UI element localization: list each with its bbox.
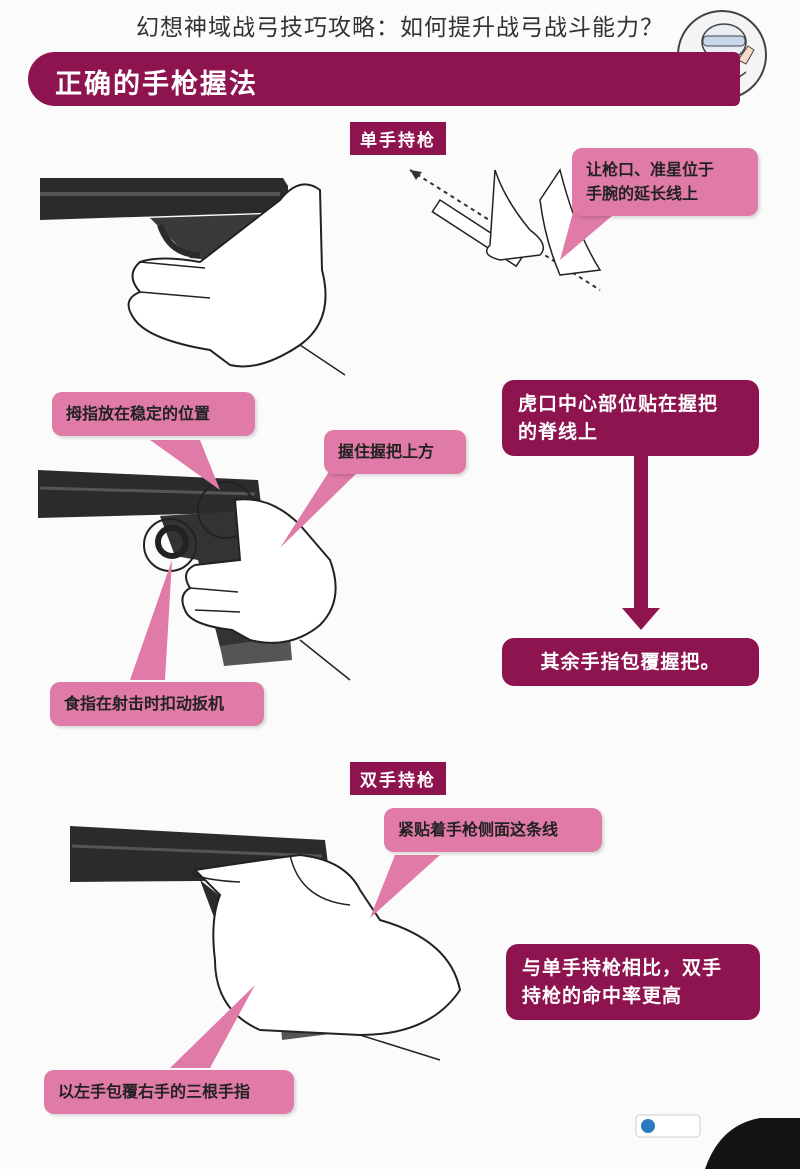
banner-title: 正确的手枪握法 — [55, 69, 258, 100]
callout-pointer-thumb — [150, 440, 220, 490]
callout-align-line1: 让枪口、准星位于 — [586, 160, 715, 179]
callout-align: 让枪口、准星位于 手腕的延长线上 — [572, 148, 758, 216]
gun-one-hand-illustration — [40, 178, 346, 376]
banner-bar — [28, 52, 740, 106]
watermark-logo-icon — [635, 1114, 701, 1138]
gun-grip-detail-illustration — [38, 470, 351, 681]
callout-grip-top: 握住握把上方 — [324, 430, 466, 474]
callout-compare-line2: 持枪的命中率更高 — [522, 985, 683, 1007]
callout-compare-line1: 与单手持枪相比，双手 — [522, 957, 723, 979]
callout-pointer-side-line — [370, 855, 440, 918]
callout-other-fingers: 其余手指包覆握把。 — [502, 638, 759, 686]
gun-two-hand-illustration — [70, 826, 462, 1061]
callout-pointer-align — [560, 205, 625, 260]
callout-index: 食指在射击时扣动扳机 — [50, 682, 264, 726]
callout-tiger-line2: 的脊线上 — [518, 421, 599, 443]
callout-tiger-line1: 虎口中心部位贴在握把 — [518, 393, 719, 415]
wrist-alignment-illustration — [409, 168, 602, 291]
callout-align-line2: 手腕的延长线上 — [586, 184, 699, 203]
section-label-one-hand: 单手持枪 — [350, 122, 446, 155]
callout-tiger-mouth: 虎口中心部位贴在握把 的脊线上 — [502, 380, 759, 456]
down-arrow-icon — [622, 448, 660, 630]
callout-thumb: 拇指放在稳定的位置 — [52, 392, 255, 436]
callout-pointer-left-hand — [170, 985, 255, 1068]
callout-pointer-grip — [280, 470, 360, 548]
callout-side-line: 紧贴着手枪侧面这条线 — [384, 808, 602, 852]
callout-pointer-index — [130, 560, 172, 680]
callout-left-hand: 以左手包覆右手的三根手指 — [44, 1070, 294, 1114]
callout-compare: 与单手持枪相比，双手 持枪的命中率更高 — [506, 944, 760, 1020]
section-label-two-hand: 双手持枪 — [350, 762, 446, 795]
page-title: 幻想神域战弓技巧攻略：如何提升战弓战斗能力？ — [136, 15, 664, 41]
